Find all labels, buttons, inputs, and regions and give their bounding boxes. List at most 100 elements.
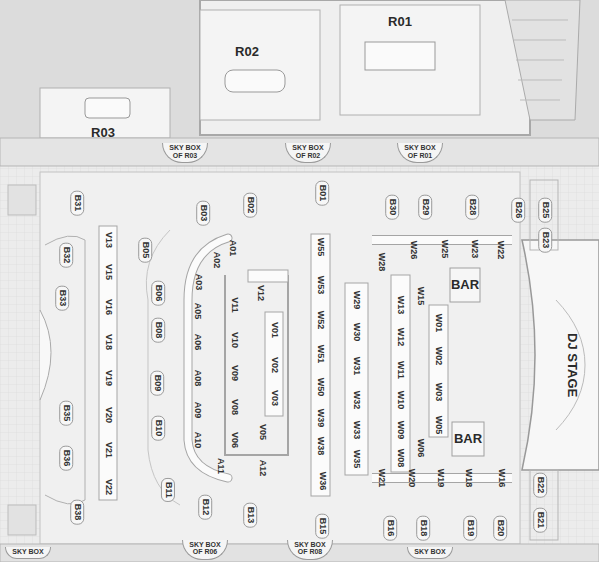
seat-number: A09 (192, 401, 202, 420)
node-text: B38 (72, 504, 82, 521)
node-text: B33 (57, 290, 67, 307)
node-text: DJ STAGE (565, 333, 579, 397)
seat-number: W06 (415, 438, 425, 459)
node-text: W51 (315, 345, 325, 364)
seat-number: V12 (255, 284, 265, 302)
booth: B10 (151, 416, 165, 441)
seat-number: V20 (103, 406, 113, 424)
node-text: B32 (61, 247, 71, 264)
booth: B30 (385, 195, 399, 220)
seat-number: W28 (376, 252, 386, 273)
seat-number: W09 (395, 420, 405, 441)
seat-number: V19 (103, 369, 113, 387)
booth: B01 (315, 181, 329, 206)
node-text: R02 (235, 45, 259, 59)
node-text: W32 (351, 391, 361, 410)
sky-box: SKY BOX OF R01 (397, 143, 443, 163)
seat-number: V18 (103, 333, 113, 351)
seat-number: A01 (227, 239, 237, 258)
sky-box: SKY BOX (407, 547, 453, 560)
booth: B03 (196, 201, 210, 226)
seat-number: W33 (351, 420, 361, 441)
node-text: W26 (408, 241, 418, 260)
seat-number: W50 (315, 377, 325, 398)
node-text: W06 (415, 439, 425, 458)
node-text: V03 (269, 390, 279, 406)
node-text: SKY BOX (8, 548, 48, 556)
node-text: A03 (193, 274, 203, 291)
seat-number: W26 (408, 240, 418, 261)
seat-number: W18 (463, 468, 473, 489)
booth: B15 (315, 514, 329, 539)
node-text: B02 (245, 197, 255, 214)
booth: B35 (59, 401, 73, 426)
node-text: B15 (317, 518, 327, 535)
seat-number: W11 (395, 360, 405, 380)
node-text: B20 (495, 520, 505, 537)
node-text: W02 (433, 347, 443, 366)
seat-number: V05 (257, 423, 267, 441)
seat-number: W53 (315, 275, 325, 296)
node-text: A11 (215, 458, 225, 474)
booth: B29 (418, 195, 432, 220)
seat-number: W02 (433, 346, 443, 367)
node-text: A01 (227, 240, 237, 257)
seat-number: W16 (496, 468, 506, 489)
booth: B23 (538, 228, 552, 253)
seat-number: A11 (215, 457, 225, 475)
node-text: B12 (200, 499, 210, 516)
seat-number: W38 (315, 436, 325, 457)
seat-number: W36 (317, 471, 327, 492)
seat-number: V11 (229, 296, 239, 314)
seat-number: W35 (351, 449, 361, 470)
booth: B28 (465, 195, 479, 220)
seat-number: V21 (103, 441, 113, 459)
seat-number: A03 (193, 273, 203, 292)
seat-number: A02 (211, 251, 221, 270)
booth: B19 (463, 516, 477, 541)
node-text: B01 (317, 185, 327, 202)
seat-number: A10 (192, 431, 202, 450)
node-text: W53 (315, 276, 325, 295)
node-text: W52 (315, 311, 325, 330)
booth: B36 (59, 446, 73, 471)
seat-number: W32 (351, 390, 361, 411)
seat-number: V08 (229, 398, 239, 416)
seat-number: W29 (351, 290, 361, 311)
seat-number: W30 (351, 322, 361, 343)
node-text: W18 (463, 469, 473, 488)
node-text: A05 (192, 303, 202, 320)
seat-number: V01 (269, 321, 279, 339)
seat-number: W19 (435, 468, 445, 489)
seat-number: W52 (315, 310, 325, 331)
node-text: SKY BOX OF R08 (290, 541, 330, 556)
node-text: W25 (439, 240, 449, 259)
node-text: W20 (406, 469, 416, 488)
seat-number: A06 (192, 333, 202, 352)
node-text: B06 (153, 285, 163, 302)
room-label: R01 (386, 14, 414, 30)
booth: B26 (511, 198, 525, 223)
node-text: B11 (163, 482, 173, 498)
seat-number: W15 (415, 286, 425, 307)
node-text: W09 (395, 421, 405, 440)
node-text: V13 (103, 232, 113, 248)
node-text: BAR (454, 432, 482, 446)
node-text: SKY BOX (410, 548, 450, 556)
seat-number: W31 (351, 356, 361, 377)
booth: B12 (198, 495, 212, 520)
node-text: W31 (351, 357, 361, 376)
booth: B25 (538, 198, 552, 223)
node-text: V10 (229, 332, 239, 348)
seat-number: A12 (257, 459, 267, 478)
node-text: V05 (257, 424, 267, 440)
node-text: W22 (495, 241, 505, 260)
node-text: W28 (376, 253, 386, 272)
sky-box: SKY BOX (5, 547, 51, 560)
node-text: R01 (388, 15, 412, 29)
node-text: V09 (229, 365, 239, 381)
dj-stage: DJ STAGE (565, 333, 579, 397)
node-text: W16 (496, 469, 506, 488)
node-text: V06 (229, 432, 239, 448)
node-text: B29 (420, 199, 430, 216)
